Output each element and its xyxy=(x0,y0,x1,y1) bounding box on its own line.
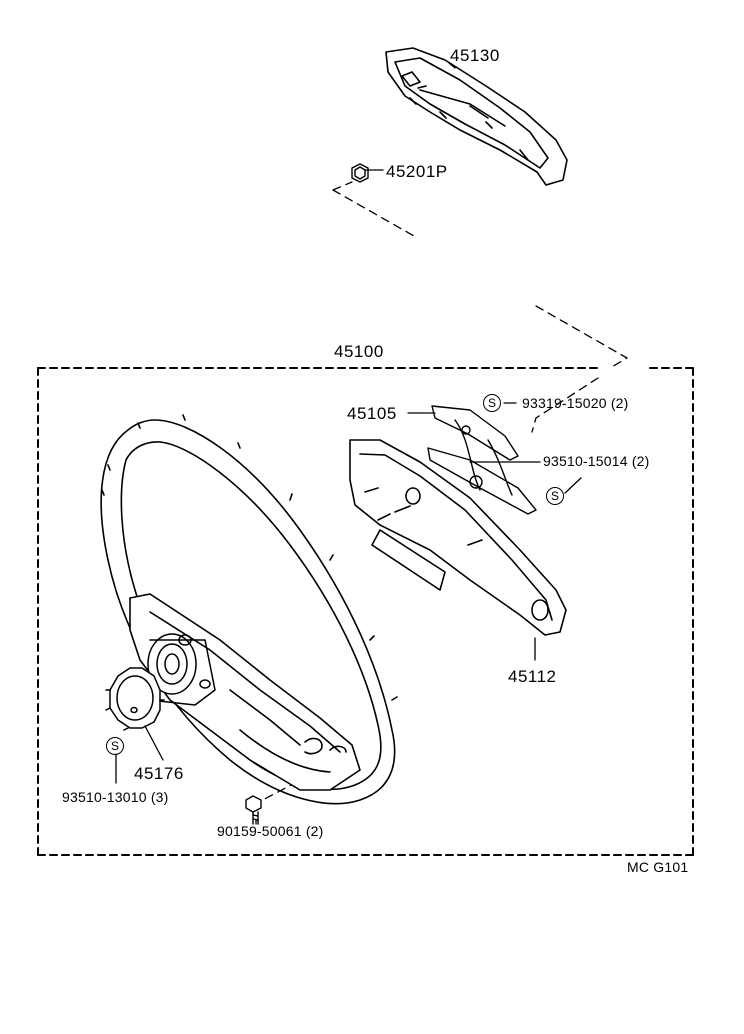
steering-wheel-rim xyxy=(100,414,398,805)
label-45201p: 45201P xyxy=(386,162,448,181)
label-45176: 45176 xyxy=(134,764,184,783)
supply-mark-icon: S xyxy=(106,737,124,755)
label-90159-50061: 90159-50061 (2) xyxy=(217,823,324,839)
pad-bracket-45112 xyxy=(349,439,567,636)
label-45100: 45100 xyxy=(334,342,384,361)
hub-boss xyxy=(147,633,216,706)
supply-mark-icon: S xyxy=(483,394,501,412)
leader-lines xyxy=(115,62,582,825)
bolt-90159 xyxy=(245,795,262,825)
supply-mark-icon: S xyxy=(546,487,564,505)
washer-plate-45176 xyxy=(105,667,165,731)
diagram-code: MC G101 xyxy=(627,859,689,875)
assembly-boundary-box xyxy=(37,367,694,856)
nut-45201p xyxy=(351,163,369,183)
label-45130: 45130 xyxy=(450,46,500,65)
label-93510-15014: 93510-15014 (2) xyxy=(543,453,650,469)
label-45112: 45112 xyxy=(508,667,557,686)
label-93319-15020: 93319-15020 (2) xyxy=(522,395,629,411)
contact-plates-45105 xyxy=(427,405,537,515)
label-45105: 45105 xyxy=(347,404,397,423)
label-93510-13010: 93510-13010 (3) xyxy=(62,789,169,805)
horn-pad-45130 xyxy=(385,47,568,186)
